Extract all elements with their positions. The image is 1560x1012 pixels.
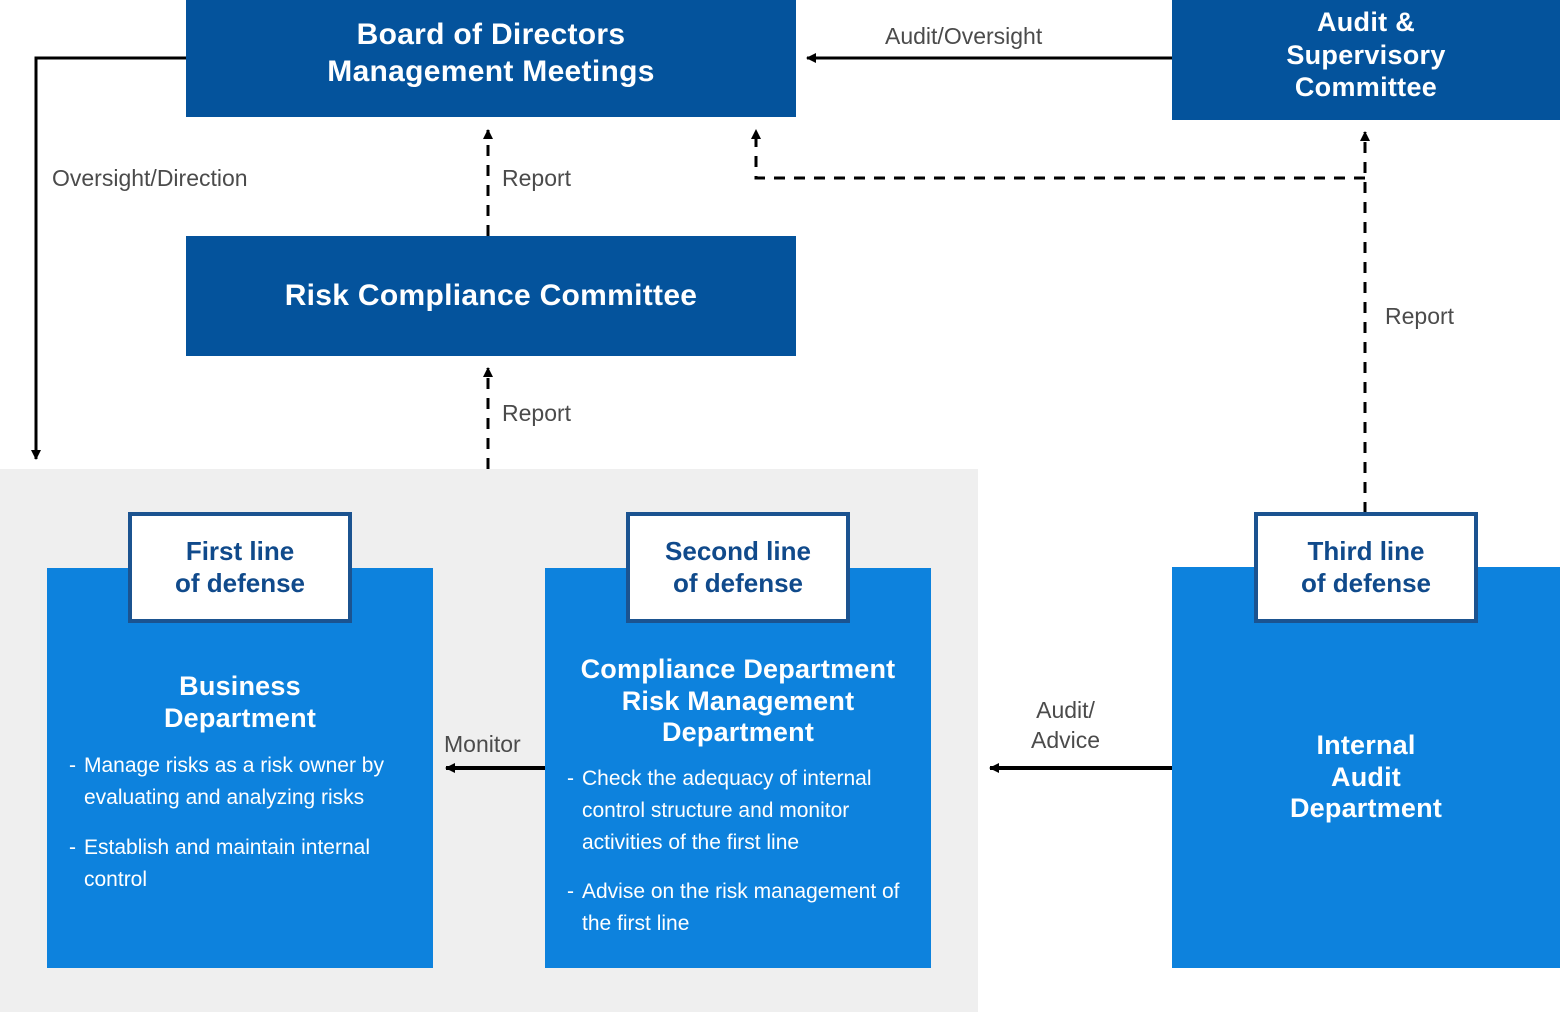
edge-label-report-to-risk-compliance-committee: Report [502, 400, 572, 426]
connector-report-third-line-to-board [751, 129, 1365, 180]
list-item: Check the adequacy of internal control s… [567, 763, 922, 859]
edge-label-report-to-board: Report [502, 165, 572, 191]
edge-label-report-to-audit-committee: Report [1385, 303, 1455, 329]
edge-label-monitor: Monitor [442, 730, 523, 760]
connector-oversight-direction [31, 56, 186, 460]
list-item: Advise on the risk management of the fir… [567, 876, 922, 940]
edge-label-audit-advice: Audit/Advice [1031, 697, 1101, 753]
edge-label-audit-oversight: Audit/Oversight [885, 23, 1043, 49]
edge-label-oversight-direction: Oversight/Direction [52, 165, 248, 191]
box-risk-compliance-committee[interactable]: Risk Compliance Committee [186, 236, 796, 356]
second-line-bullets: Check the adequacy of internal control s… [567, 763, 922, 941]
list-item: Establish and maintain internal control [69, 832, 419, 896]
first-line-bullets: Manage risks as a risk owner by evaluati… [69, 750, 419, 896]
list-item: Manage risks as a risk owner by evaluati… [69, 750, 419, 814]
